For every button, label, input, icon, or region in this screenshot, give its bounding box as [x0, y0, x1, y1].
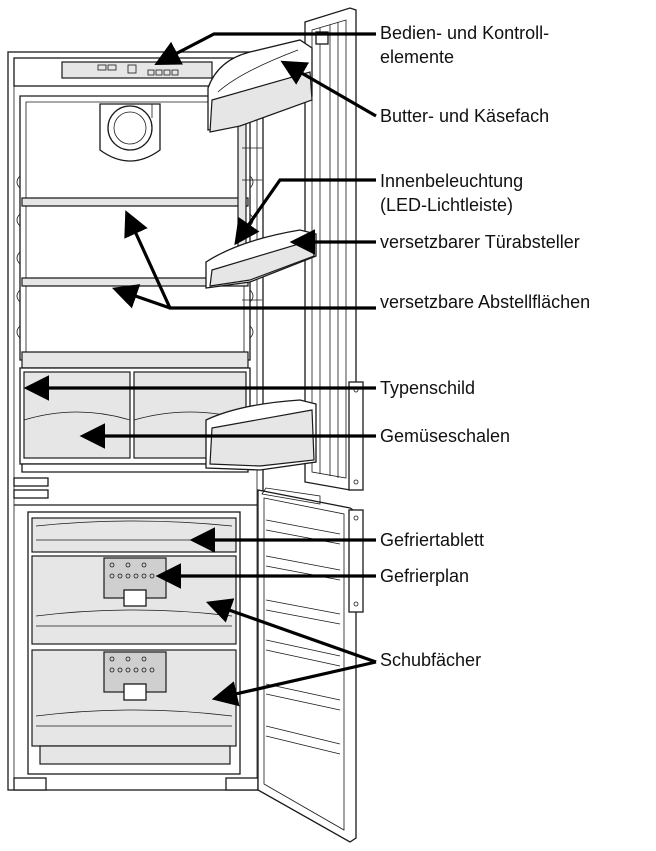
arrow-schubfaecher: [205, 598, 377, 707]
shelf-crisper-cover: [21, 351, 249, 369]
shelf-upper: [21, 197, 249, 207]
label-innen-line2: (LED-Lichtleiste): [380, 195, 514, 215]
fridge-door: [237, 7, 364, 491]
label-bedien-line1: Bedien- und Kontroll-: [380, 23, 550, 43]
label-gemuese: Gemüseschalen: [380, 426, 511, 446]
label-butter: Butter- und Käsefach: [380, 106, 550, 126]
label-typenschild: Typenschild: [380, 378, 476, 398]
freezer-drawer-1: [31, 555, 237, 645]
arrow-butter: [280, 60, 377, 118]
label-innen-line1: Innenbeleuchtung: [380, 171, 524, 191]
label-tuerabsteller: versetzbarer Türabsteller: [380, 232, 580, 252]
label-gefrierplan: Gefrierplan: [380, 566, 470, 586]
label-bedien-line2: elemente: [380, 47, 455, 67]
freezer-drawer-2: [31, 649, 237, 747]
freezer-tray: [31, 517, 237, 553]
label-schubfaecher: Schubfächer: [380, 650, 482, 670]
door-handle-lower: [348, 509, 364, 613]
door-rack: [205, 229, 317, 289]
label-abstellflaechen: versetzbare Abstellflächen: [380, 292, 591, 312]
shelf-lower: [21, 277, 249, 287]
fan-cover: [99, 103, 161, 162]
arrow-abstellflaechen: [111, 210, 376, 310]
label-gefriertablett: Gefriertablett: [380, 530, 485, 550]
arrow-innen: [234, 178, 376, 246]
control-panel: [61, 61, 213, 79]
freezer-door: [257, 487, 364, 843]
arrow-bedien: [154, 32, 376, 65]
